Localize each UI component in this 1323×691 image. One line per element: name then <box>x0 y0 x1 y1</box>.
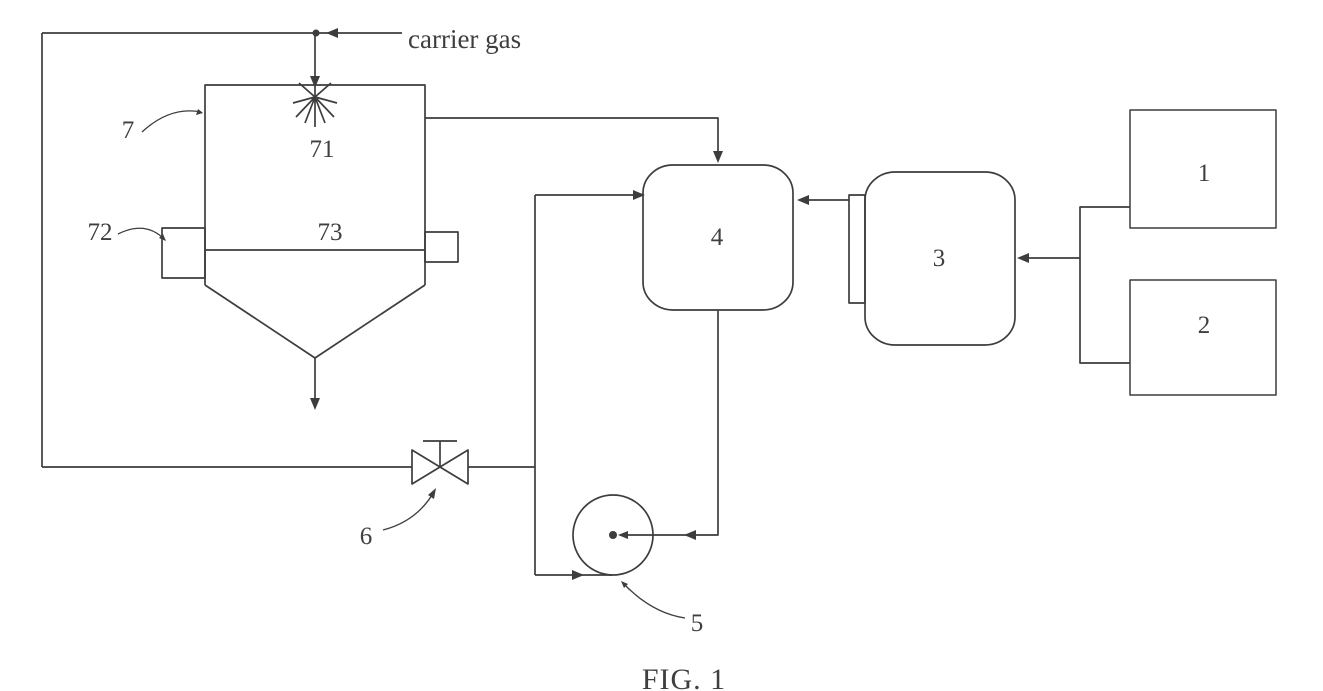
left-port-72 <box>161 227 206 279</box>
valve-body <box>411 449 469 485</box>
arrow-into-vessel4-right <box>797 195 809 205</box>
leader-6 <box>382 489 436 531</box>
arrow-carrier-left <box>326 28 338 38</box>
arrow-into-vessel4-top <box>713 151 723 163</box>
labels: carrier gas 7 71 72 73 4 3 1 2 6 5 FIG. … <box>88 24 1211 691</box>
arrow-leader-72 <box>159 234 166 241</box>
junction-dot <box>312 29 320 37</box>
leader-7 <box>141 110 202 133</box>
arrow-leader-6 <box>428 488 436 499</box>
label-5: 5 <box>691 610 704 637</box>
label-73: 73 <box>318 219 343 246</box>
spray-dryer <box>161 82 459 359</box>
arrow-into-dryer-top <box>310 76 320 88</box>
arrow-leader-5 <box>621 581 628 588</box>
pipe-dryer-to-vessel4 <box>425 117 719 156</box>
vessel-4-body <box>642 164 794 311</box>
nozzle-spray-lines <box>292 82 338 127</box>
leader-lines <box>117 110 686 619</box>
label-72: 72 <box>88 219 113 246</box>
tank-2-box <box>1129 279 1277 396</box>
label-2: 2 <box>1198 312 1211 339</box>
leader-72 <box>117 227 166 241</box>
figure-caption: FIG. 1 <box>642 663 726 691</box>
label-71: 71 <box>310 136 335 163</box>
pump-circle <box>572 494 654 576</box>
right-port <box>424 231 459 263</box>
label-7: 7 <box>122 117 135 144</box>
arrow-into-vessel3 <box>1017 253 1029 263</box>
pipe-tanks-bracket <box>1079 206 1130 364</box>
label-3: 3 <box>933 245 946 272</box>
arrow-pump-center <box>618 531 628 539</box>
label-6: 6 <box>360 523 373 550</box>
valve-stem <box>423 440 457 467</box>
arrow-into-pump <box>684 530 696 540</box>
pump-5-symbol <box>572 494 654 576</box>
spray-nozzle-71-icon <box>292 82 338 127</box>
valve-6-symbol <box>411 440 469 485</box>
label-4: 4 <box>711 224 724 251</box>
arrow-into-vessel4-left <box>633 190 645 200</box>
tank-1-box <box>1129 109 1277 229</box>
flow-arrows <box>159 28 1029 588</box>
arrow-pump-bottom <box>572 570 584 580</box>
label-1: 1 <box>1198 160 1211 187</box>
pump-center-dot <box>609 531 617 539</box>
arrow-leader-7 <box>196 109 203 115</box>
vessels <box>642 109 1277 396</box>
spray-dryer-cone <box>204 284 426 359</box>
arrow-dryer-outlet <box>310 398 320 410</box>
vessel-3-port <box>848 194 866 304</box>
leader-5 <box>621 581 686 619</box>
carrier-gas-label: carrier gas <box>408 24 521 54</box>
